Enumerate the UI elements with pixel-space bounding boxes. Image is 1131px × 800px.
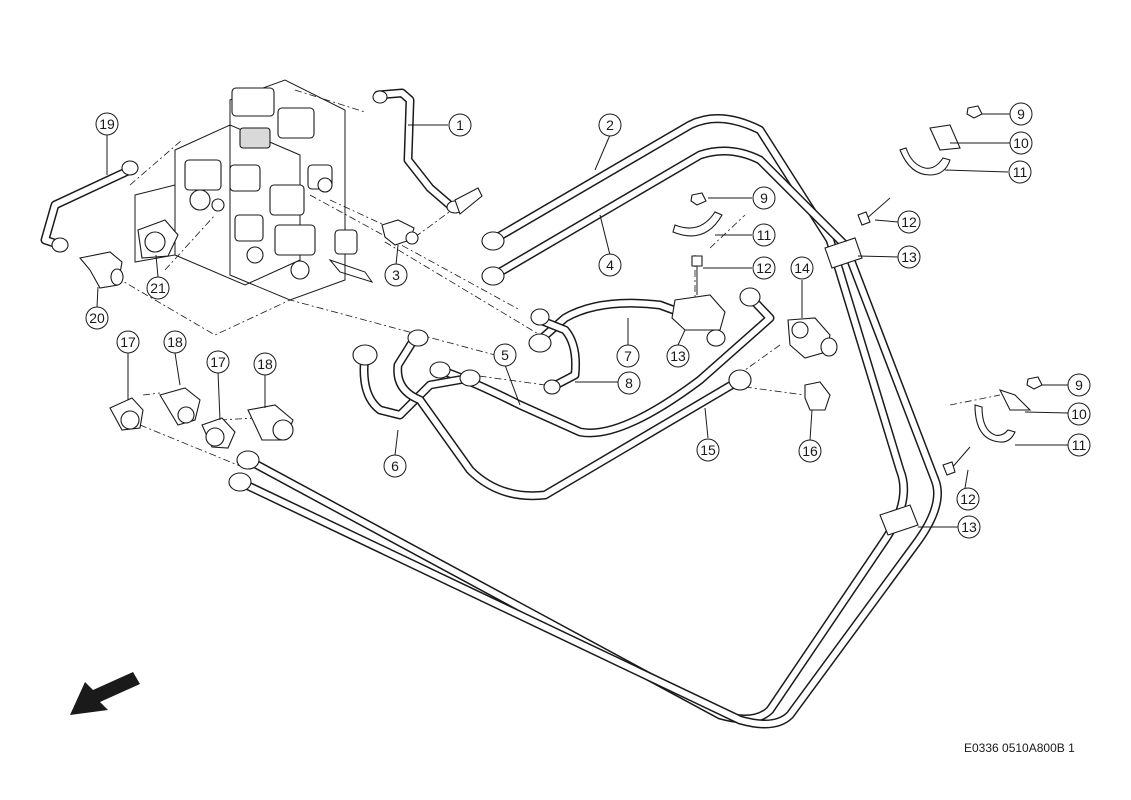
callout-16: 16 xyxy=(798,439,822,463)
callout-15: 15 xyxy=(696,438,720,462)
svg-text:10: 10 xyxy=(1013,135,1029,151)
callout-10-right: 10 xyxy=(1067,402,1091,426)
svg-text:6: 6 xyxy=(391,458,399,474)
svg-text:3: 3 xyxy=(392,267,400,283)
callout-13-mid: 13 xyxy=(666,344,690,368)
callout-11-top: 11 xyxy=(1008,160,1032,184)
callout-11-mid: 11 xyxy=(752,223,776,247)
callout-12-mid: 12 xyxy=(752,256,776,280)
svg-text:8: 8 xyxy=(625,375,633,391)
svg-text:9: 9 xyxy=(1017,106,1025,122)
callout-1: 1 xyxy=(448,113,472,137)
callout-7: 7 xyxy=(616,344,640,368)
svg-text:19: 19 xyxy=(99,116,115,132)
callout-3: 3 xyxy=(384,263,408,287)
callout-21: 21 xyxy=(146,276,170,300)
svg-text:2: 2 xyxy=(606,117,614,133)
callouts: 1 2 3 4 5 6 7 8 9 9 9 10 10 11 11 11 12 … xyxy=(85,102,1091,539)
callout-18-right: 18 xyxy=(253,352,277,376)
svg-text:5: 5 xyxy=(501,347,509,363)
callout-12-top: 12 xyxy=(897,210,921,234)
callout-6: 6 xyxy=(383,454,407,478)
callout-9-top: 9 xyxy=(1009,102,1033,126)
callout-11-right: 11 xyxy=(1067,433,1091,457)
callout-4: 4 xyxy=(598,253,622,277)
svg-text:12: 12 xyxy=(756,260,772,276)
callout-2: 2 xyxy=(598,113,622,137)
callout-8: 8 xyxy=(617,371,641,395)
drawing-number: E0336 0510A800B 1 xyxy=(964,741,1075,755)
callout-13-bottom: 13 xyxy=(957,515,981,539)
svg-text:21: 21 xyxy=(150,280,166,296)
svg-text:13: 13 xyxy=(901,249,917,265)
svg-text:12: 12 xyxy=(960,491,976,507)
assembly-lines xyxy=(89,89,1001,471)
svg-text:4: 4 xyxy=(606,257,614,273)
pipes xyxy=(40,88,942,729)
svg-text:11: 11 xyxy=(1013,164,1028,180)
svg-text:9: 9 xyxy=(1075,377,1083,393)
svg-text:11: 11 xyxy=(1072,437,1087,453)
svg-text:18: 18 xyxy=(167,334,183,350)
svg-text:13: 13 xyxy=(670,348,686,364)
svg-text:13: 13 xyxy=(961,519,977,535)
svg-text:14: 14 xyxy=(794,260,810,276)
callout-20: 20 xyxy=(85,306,109,330)
svg-text:7: 7 xyxy=(624,348,632,364)
svg-text:15: 15 xyxy=(700,442,716,458)
callout-17-left: 17 xyxy=(116,330,140,354)
svg-text:16: 16 xyxy=(802,443,818,459)
callout-18-left: 18 xyxy=(163,330,187,354)
callout-19: 19 xyxy=(95,112,119,136)
svg-text:1: 1 xyxy=(456,117,464,133)
callout-14: 14 xyxy=(790,256,814,280)
svg-text:17: 17 xyxy=(210,354,226,370)
svg-text:12: 12 xyxy=(901,214,917,230)
leader-lines xyxy=(96,113,1069,528)
svg-text:11: 11 xyxy=(757,227,772,243)
callout-17-right: 17 xyxy=(206,350,230,374)
svg-text:18: 18 xyxy=(257,356,273,372)
valve-block xyxy=(134,79,374,301)
callout-12-right: 12 xyxy=(956,487,980,511)
svg-text:17: 17 xyxy=(120,334,136,350)
svg-text:9: 9 xyxy=(760,190,768,206)
arrow-down-left-icon xyxy=(70,672,140,715)
callout-9-mid: 9 xyxy=(752,186,776,210)
callout-9-right: 9 xyxy=(1067,373,1091,397)
callout-5: 5 xyxy=(493,343,517,367)
svg-text:10: 10 xyxy=(1071,406,1087,422)
fittings xyxy=(51,90,1043,536)
callout-13-top: 13 xyxy=(897,245,921,269)
callout-10-top: 10 xyxy=(1009,131,1033,155)
svg-text:20: 20 xyxy=(89,310,105,326)
